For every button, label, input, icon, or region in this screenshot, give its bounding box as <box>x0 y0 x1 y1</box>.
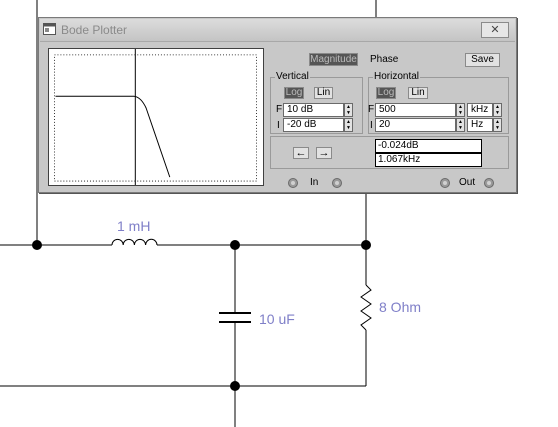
horizontal-initial-spinner[interactable]: ▲▼ <box>456 118 465 132</box>
save-button[interactable]: Save <box>465 53 500 67</box>
horizontal-group <box>368 77 509 134</box>
bode-plotter-window[interactable]: Bode Plotter ✕ Magnitude Phase Save Vert… <box>38 17 517 193</box>
arrow-left-icon: ← <box>295 147 307 159</box>
spin-up-icon[interactable]: ▲ <box>346 119 351 125</box>
spin-down-icon[interactable]: ▼ <box>458 125 463 131</box>
horizontal-final-spinner[interactable]: ▲▼ <box>456 103 465 117</box>
spin-up-icon[interactable]: ▲ <box>458 119 463 125</box>
spin-down-icon[interactable]: ▼ <box>346 110 351 116</box>
in-terminal-label: In <box>310 177 319 188</box>
close-icon: ✕ <box>490 24 500 36</box>
horizontal-final-unit-spinner[interactable]: ▲▼ <box>493 103 502 117</box>
resistor-label: 8 Ohm <box>379 299 422 315</box>
cursor-right-button[interactable]: → <box>316 147 332 159</box>
phase-button[interactable]: Phase <box>366 53 416 66</box>
junction-node <box>361 240 371 250</box>
magnitude-curve <box>55 95 171 178</box>
in-terminal-plus[interactable] <box>288 178 298 188</box>
vertical-group <box>270 77 363 134</box>
inductor-label: 1 mH <box>117 218 151 234</box>
out-terminal-plus[interactable] <box>440 178 450 188</box>
horizontal-initial-label: I <box>370 120 373 131</box>
out-terminal-label: Out <box>459 177 476 188</box>
spin-up-icon[interactable]: ▲ <box>458 104 463 110</box>
horizontal-group-title: Horizontal <box>373 71 421 82</box>
app-window-icon <box>43 23 56 35</box>
window-title: Bode Plotter <box>61 23 128 37</box>
close-button[interactable]: ✕ <box>481 22 509 38</box>
vertical-final-spinner[interactable]: ▲▼ <box>344 103 353 117</box>
cursor-group <box>270 136 509 169</box>
capacitor-label: 10 uF <box>259 311 295 327</box>
spin-down-icon[interactable]: ▼ <box>495 110 500 116</box>
vertical-final-label: F <box>276 104 283 115</box>
junction-node <box>230 381 240 391</box>
vertical-log-button[interactable]: Log <box>284 87 304 99</box>
out-terminal-minus[interactable] <box>484 178 494 188</box>
spin-up-icon[interactable]: ▲ <box>495 104 500 110</box>
spin-down-icon[interactable]: ▼ <box>346 125 351 131</box>
graph-grid-border <box>54 54 257 182</box>
vertical-group-title: Vertical <box>275 71 310 82</box>
horizontal-final-label: F <box>368 104 375 115</box>
resistor[interactable] <box>360 284 372 331</box>
spin-down-icon[interactable]: ▼ <box>495 125 500 131</box>
horizontal-lin-button[interactable]: Lin <box>408 87 428 99</box>
vertical-final-input[interactable]: 10 dB <box>283 103 344 117</box>
magnitude-button[interactable]: Magnitude <box>309 53 358 66</box>
magnitude-readout: -0.024dB <box>375 139 482 153</box>
horizontal-log-button[interactable]: Log <box>376 87 396 99</box>
spin-up-icon[interactable]: ▲ <box>495 119 500 125</box>
frequency-readout: 1.067kHz <box>375 153 482 167</box>
horizontal-final-unit-select[interactable]: kHz <box>467 103 493 117</box>
horizontal-initial-input[interactable]: 20 <box>375 118 456 132</box>
junction-node <box>230 240 240 250</box>
horizontal-initial-unit-select[interactable]: Hz <box>467 118 493 132</box>
bode-graph[interactable] <box>48 48 264 186</box>
vertical-lin-button[interactable]: Lin <box>314 87 333 99</box>
vertical-initial-label: I <box>277 120 280 131</box>
title-bar[interactable]: Bode Plotter ✕ <box>40 19 515 42</box>
horizontal-initial-unit-spinner[interactable]: ▲▼ <box>493 118 502 132</box>
horizontal-final-input[interactable]: 500 <box>375 103 456 117</box>
in-terminal-minus[interactable] <box>332 178 342 188</box>
cursor-left-button[interactable]: ← <box>293 147 309 159</box>
vertical-initial-spinner[interactable]: ▲▼ <box>344 118 353 132</box>
inductor[interactable] <box>111 238 158 246</box>
vertical-initial-input[interactable]: -20 dB <box>283 118 344 132</box>
arrow-right-icon: → <box>318 147 330 159</box>
spin-down-icon[interactable]: ▼ <box>458 110 463 116</box>
spin-up-icon[interactable]: ▲ <box>346 104 351 110</box>
junction-node <box>32 240 42 250</box>
